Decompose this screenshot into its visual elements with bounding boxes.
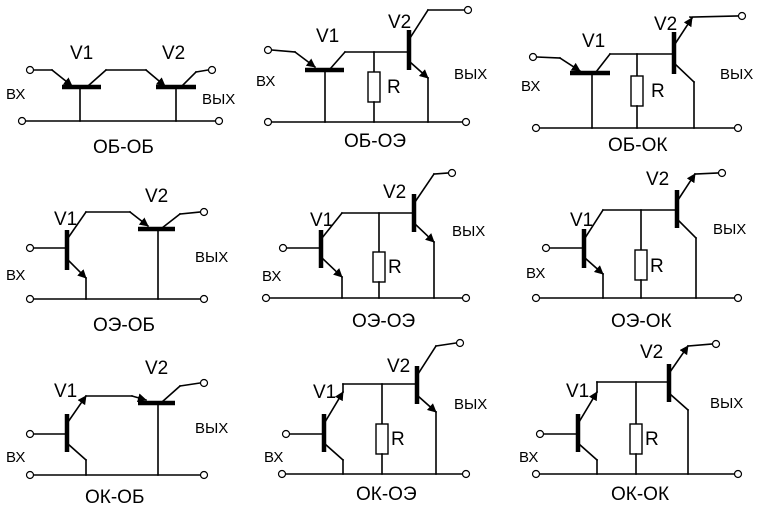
input-label: ВХ	[264, 449, 283, 466]
resistor-label: R	[391, 429, 405, 450]
circuit-title: ОБ-ОК	[608, 135, 667, 156]
circuit-ok-ob	[25, 378, 209, 480]
transistor-label-v2: V2	[383, 182, 406, 203]
input-label: ВХ	[521, 78, 540, 95]
circuit-ob-oe	[263, 5, 473, 127]
circuit-title: ОБ-ОБ	[93, 137, 154, 158]
output-label: ВЫХ	[202, 91, 235, 108]
transistor-label-v1: V1	[566, 381, 589, 402]
transistor-label-v1: V1	[316, 26, 339, 47]
transistor-label-v2: V2	[640, 342, 663, 363]
transistor-label-v1: V1	[310, 210, 333, 231]
resistor-label: R	[651, 81, 665, 102]
output-label: ВЫХ	[713, 221, 746, 238]
circuit-title: ОЭ-ОЭ	[352, 311, 415, 332]
transistor-label-v1: V1	[54, 381, 77, 402]
circuit-title: ОЭ-ОК	[611, 311, 672, 332]
transistor-label-v2: V2	[646, 169, 669, 190]
circuit-ok-oe	[277, 338, 471, 479]
output-label: ВЫХ	[195, 249, 228, 266]
resistor-label: R	[650, 256, 664, 277]
transistor-label-v1: V1	[313, 382, 336, 403]
transistor-label-v2: V2	[654, 14, 677, 35]
resistor-label: R	[387, 77, 401, 98]
circuit-oe-oe	[261, 168, 471, 303]
input-label: ВХ	[6, 449, 25, 466]
input-label: ВХ	[6, 267, 25, 284]
transistor-label-v2: V2	[388, 12, 411, 33]
output-label: ВЫХ	[452, 223, 485, 240]
input-label: ВХ	[519, 449, 538, 466]
circuit-title: ОБ-ОЭ	[344, 131, 406, 152]
transistor-label-v1: V1	[54, 209, 77, 230]
transistor-label-v2: V2	[387, 356, 410, 377]
circuit-ok-ok	[531, 339, 743, 479]
circuit-title: ОК-ОБ	[85, 487, 144, 508]
output-label: ВЫХ	[454, 396, 487, 413]
input-label: ВХ	[6, 86, 25, 103]
transistor-label-v1: V1	[570, 210, 593, 231]
circuit-oe-ok	[531, 168, 743, 303]
transistor-label-v1: V1	[582, 31, 605, 52]
transistor-label-v2: V2	[145, 186, 168, 207]
resistor-label: R	[388, 257, 402, 278]
output-label: ВЫХ	[720, 66, 753, 83]
output-label: ВЫХ	[454, 66, 487, 83]
circuit-ob-ok	[528, 11, 747, 133]
transistor-label-v2: V2	[162, 43, 185, 64]
circuit-title: ОК-ОЭ	[356, 484, 417, 505]
input-label: ВХ	[262, 268, 281, 285]
circuit-title: ОЭ-ОБ	[93, 315, 155, 336]
output-label: ВЫХ	[710, 395, 743, 412]
circuit-title: ОК-ОК	[611, 484, 669, 505]
resistor-label: R	[645, 429, 659, 450]
transistor-label-v1: V1	[70, 43, 93, 64]
input-label: ВХ	[526, 265, 545, 282]
output-label: ВЫХ	[195, 420, 228, 437]
circuit-oe-ob	[25, 207, 209, 304]
input-label: ВХ	[256, 73, 275, 90]
circuit-ob-ob	[17, 65, 224, 126]
transistor-label-v2: V2	[145, 358, 168, 379]
